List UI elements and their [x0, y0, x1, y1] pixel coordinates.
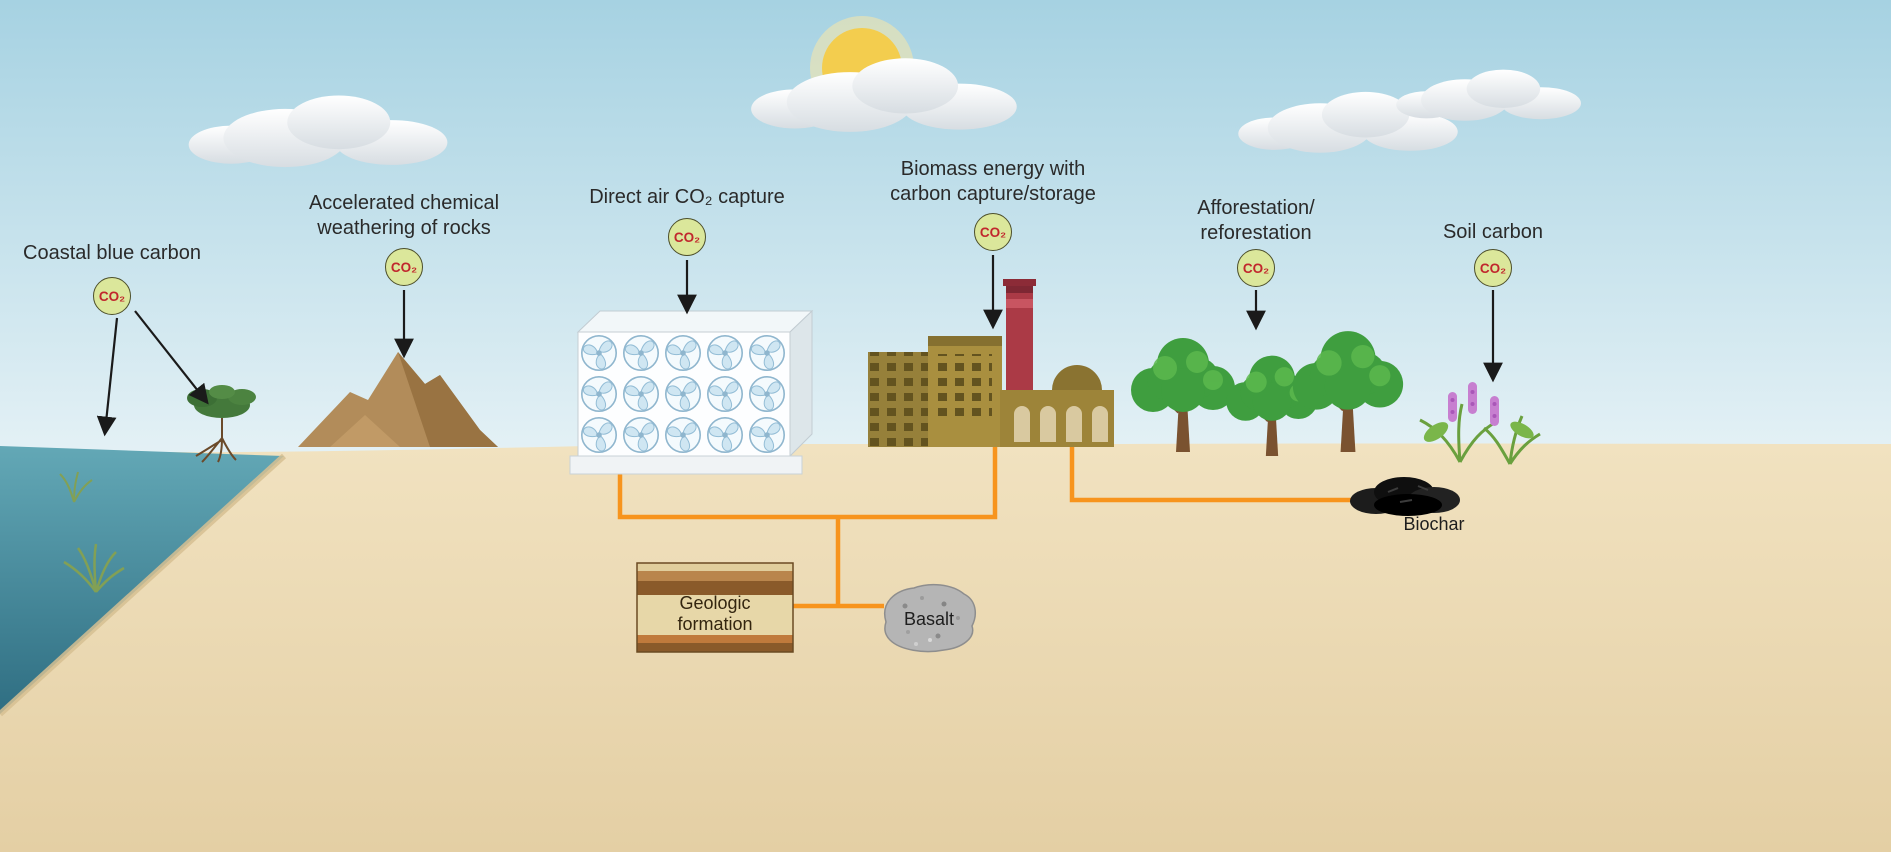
co2-badge: CO₂ [93, 277, 131, 315]
co2-badge: CO₂ [385, 248, 423, 286]
method-label: Afforestation/ reforestation [1197, 197, 1315, 244]
geologic-formation-label: Geologic formation [677, 593, 753, 634]
pipe-network [617, 446, 1372, 609]
method-label: Biomass energy with carbon capture/stora… [890, 158, 1096, 205]
basalt-label: Basalt [903, 609, 955, 629]
soil-carbon-plants [1419, 382, 1541, 465]
method-label: Soil carbon [1442, 221, 1544, 243]
direct-air-capture-unit [569, 309, 814, 475]
co2-badge: CO₂ [974, 213, 1012, 251]
co2-badge: CO₂ [1237, 249, 1275, 287]
co2-badge: CO₂ [1474, 249, 1512, 287]
bioenergy-plant [868, 279, 1114, 447]
chimney [1003, 279, 1036, 408]
shoreline [0, 453, 287, 717]
co2-badge: CO₂ [668, 218, 706, 256]
biochar-label: Biochar [1403, 514, 1465, 534]
co2-arrows [96, 255, 1503, 437]
basalt-rock [883, 583, 977, 653]
biochar-mound [1350, 477, 1460, 516]
method-label: Coastal blue carbon [23, 242, 201, 264]
mountain [298, 352, 498, 447]
geologic-formation [636, 562, 794, 653]
marsh-grass [59, 471, 125, 593]
method-label: Direct air CO₂ capture [589, 186, 785, 208]
method-label: Accelerated chemical weathering of rocks [308, 192, 500, 239]
